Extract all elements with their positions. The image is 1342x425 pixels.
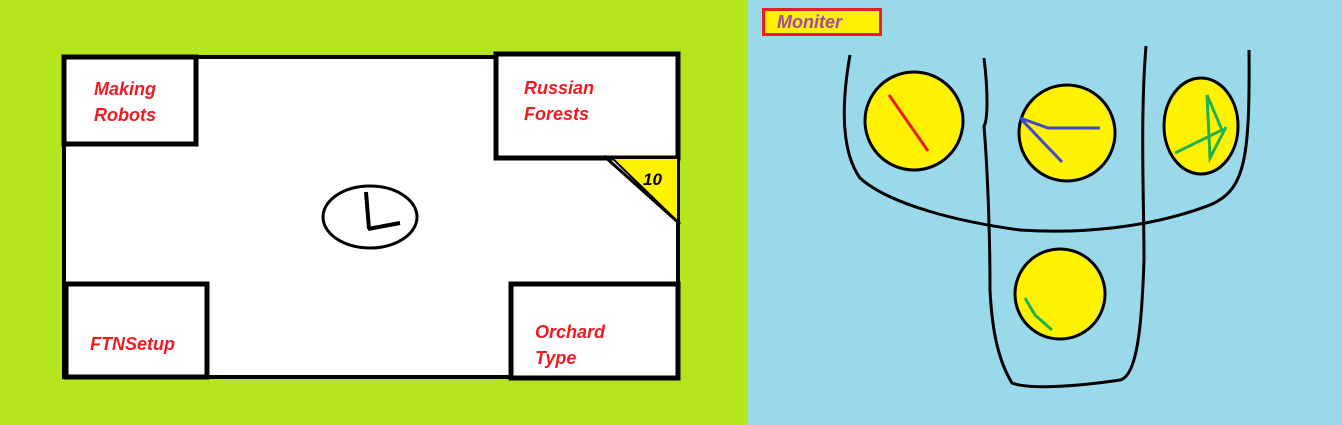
- corner-room-label-bottom-left: FTNSetup: [90, 334, 175, 354]
- monitor-outline-top: [842, 49, 1251, 233]
- door-badge-label: 10: [643, 170, 662, 189]
- gauge-2[interactable]: [1017, 83, 1117, 183]
- clock-icon: [321, 184, 419, 250]
- monitor-title: Moniter: [762, 8, 882, 36]
- corner-room-label-top-left: Making Robots: [94, 79, 157, 125]
- corner-room-top-right[interactable]: [493, 51, 681, 161]
- gauge-1[interactable]: [863, 70, 965, 172]
- corner-room-label-top-right: Russian Forests: [524, 78, 595, 124]
- door-swing-line: [602, 154, 682, 226]
- corner-room-bottom-right[interactable]: [508, 281, 681, 381]
- monitor-outline-stem: [982, 45, 1148, 389]
- gauge-3[interactable]: [1162, 76, 1240, 176]
- corner-room-label-bottom-right: Orchard Type: [535, 322, 606, 368]
- corner-room-top-left[interactable]: [61, 54, 199, 147]
- corner-room-bottom-left[interactable]: [63, 281, 210, 380]
- gauge-4[interactable]: [1013, 247, 1107, 341]
